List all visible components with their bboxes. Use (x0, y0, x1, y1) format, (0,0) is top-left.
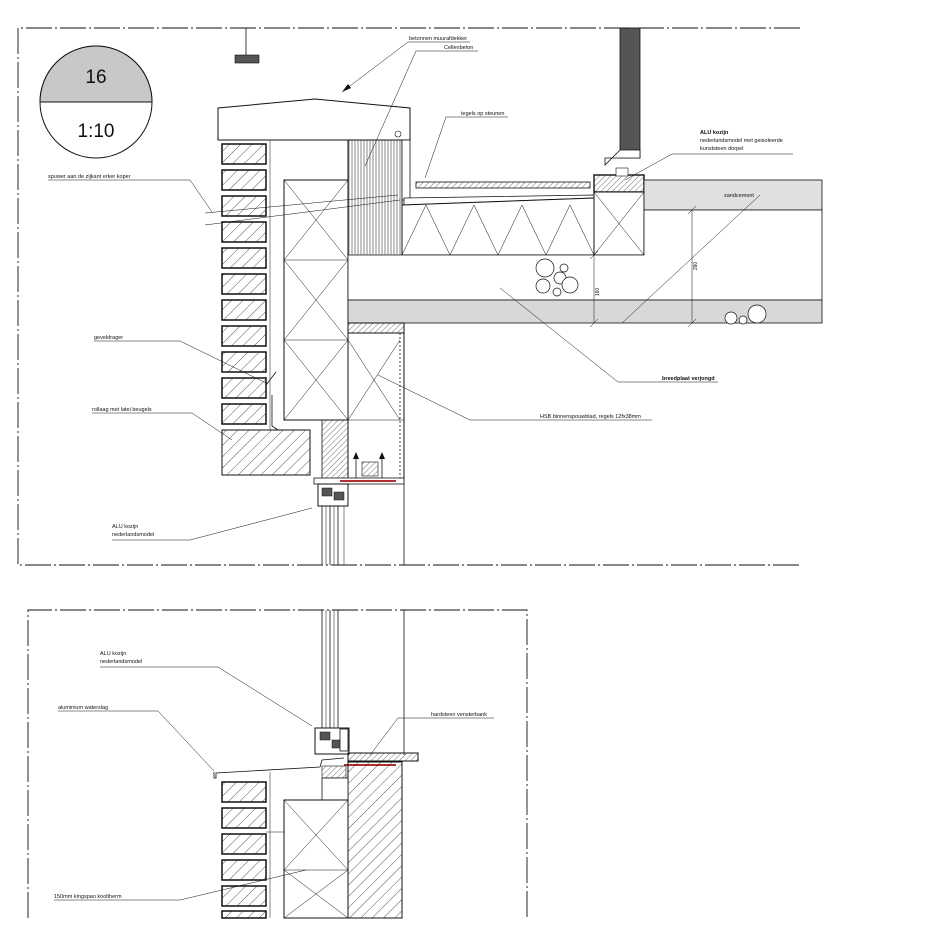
lower-detail: ALU kozijn nederlandsmodel aluminium wat… (27, 609, 528, 919)
concrete-coping (217, 98, 411, 141)
label-rollaag: rollaag met latei beugels (92, 407, 152, 413)
lower-insulation (283, 799, 349, 919)
label-zandcement: zandcement (724, 193, 754, 199)
aluminium-waterslag (213, 757, 345, 779)
label-spuwer: spuwer aan de zijkant erker koper (48, 174, 131, 180)
label-alu-kozijn-dorpel-3: kunststeen dorpel (700, 146, 743, 152)
dim-280: 280 (693, 262, 699, 271)
label-betonnen-muurafdekker: betonnen muurafdekker (409, 36, 467, 42)
detail-bubble: 16 1:10 (39, 45, 153, 159)
brick-column-lower (221, 781, 267, 919)
lower-window-sill-frame (314, 727, 350, 755)
label-alu-kozijn-top-2: nederlandsmodel (112, 532, 154, 538)
label-cellenbeton: Cellenbeton (444, 45, 473, 51)
hsb-inner-leaf (321, 322, 405, 565)
window-head-frame (313, 477, 405, 565)
dimension-lines: 160 280 (589, 205, 699, 328)
lower-hatched-wall (347, 761, 403, 919)
upper-window-profile (619, 27, 641, 159)
hardstone-window-sill (347, 752, 419, 762)
detail-number: 16 (85, 67, 106, 88)
lower-leaders (54, 666, 494, 901)
label-tegels-op-steunen: tegels op steunen (461, 111, 504, 117)
label-geveldrager: geveldrager (94, 335, 123, 341)
roof-tiles (415, 181, 591, 189)
roof-insulation (401, 197, 595, 256)
brick-column-upper (221, 143, 267, 425)
label-alu-kozijn-top-1: ALU kozijn (112, 524, 138, 530)
geveldrager-bracket (271, 395, 279, 431)
anchor-block (234, 54, 260, 64)
floor-slab (347, 209, 823, 325)
label-hsb: HSB binnenspouwblad, regels 12fx38mm (540, 414, 641, 420)
detail-scale: 1:10 (78, 121, 115, 142)
label-alu-kozijn-bottom-2: nederlandsmodel (100, 659, 142, 665)
label-alu-kozijn-dorpel-1: ALU kozijn (700, 130, 729, 136)
label-alu-kozijn-bottom-1: ALU kozijn (100, 651, 126, 657)
label-waterslag: aluminium waterslag (58, 705, 108, 711)
lower-frame-border (27, 609, 528, 918)
insulated-sill (593, 174, 645, 193)
rollaag-lintel (221, 429, 311, 476)
dim-160: 160 (595, 288, 601, 297)
cavity-insulation (283, 179, 349, 421)
label-breedplaat: breedplaat verjongd (662, 376, 715, 382)
label-vensterbank: hardsteen vensterbank (431, 712, 487, 718)
upper-leaders (48, 41, 793, 541)
lower-glazing (321, 610, 405, 755)
label-alu-kozijn-dorpel-2: nederlandsmodel met geisoleerde (700, 138, 783, 144)
upper-frame-border (17, 27, 800, 566)
upper-detail: 16 1:10 (17, 27, 823, 566)
label-kingspan: 150mm kingspan kooltherm (54, 894, 122, 900)
